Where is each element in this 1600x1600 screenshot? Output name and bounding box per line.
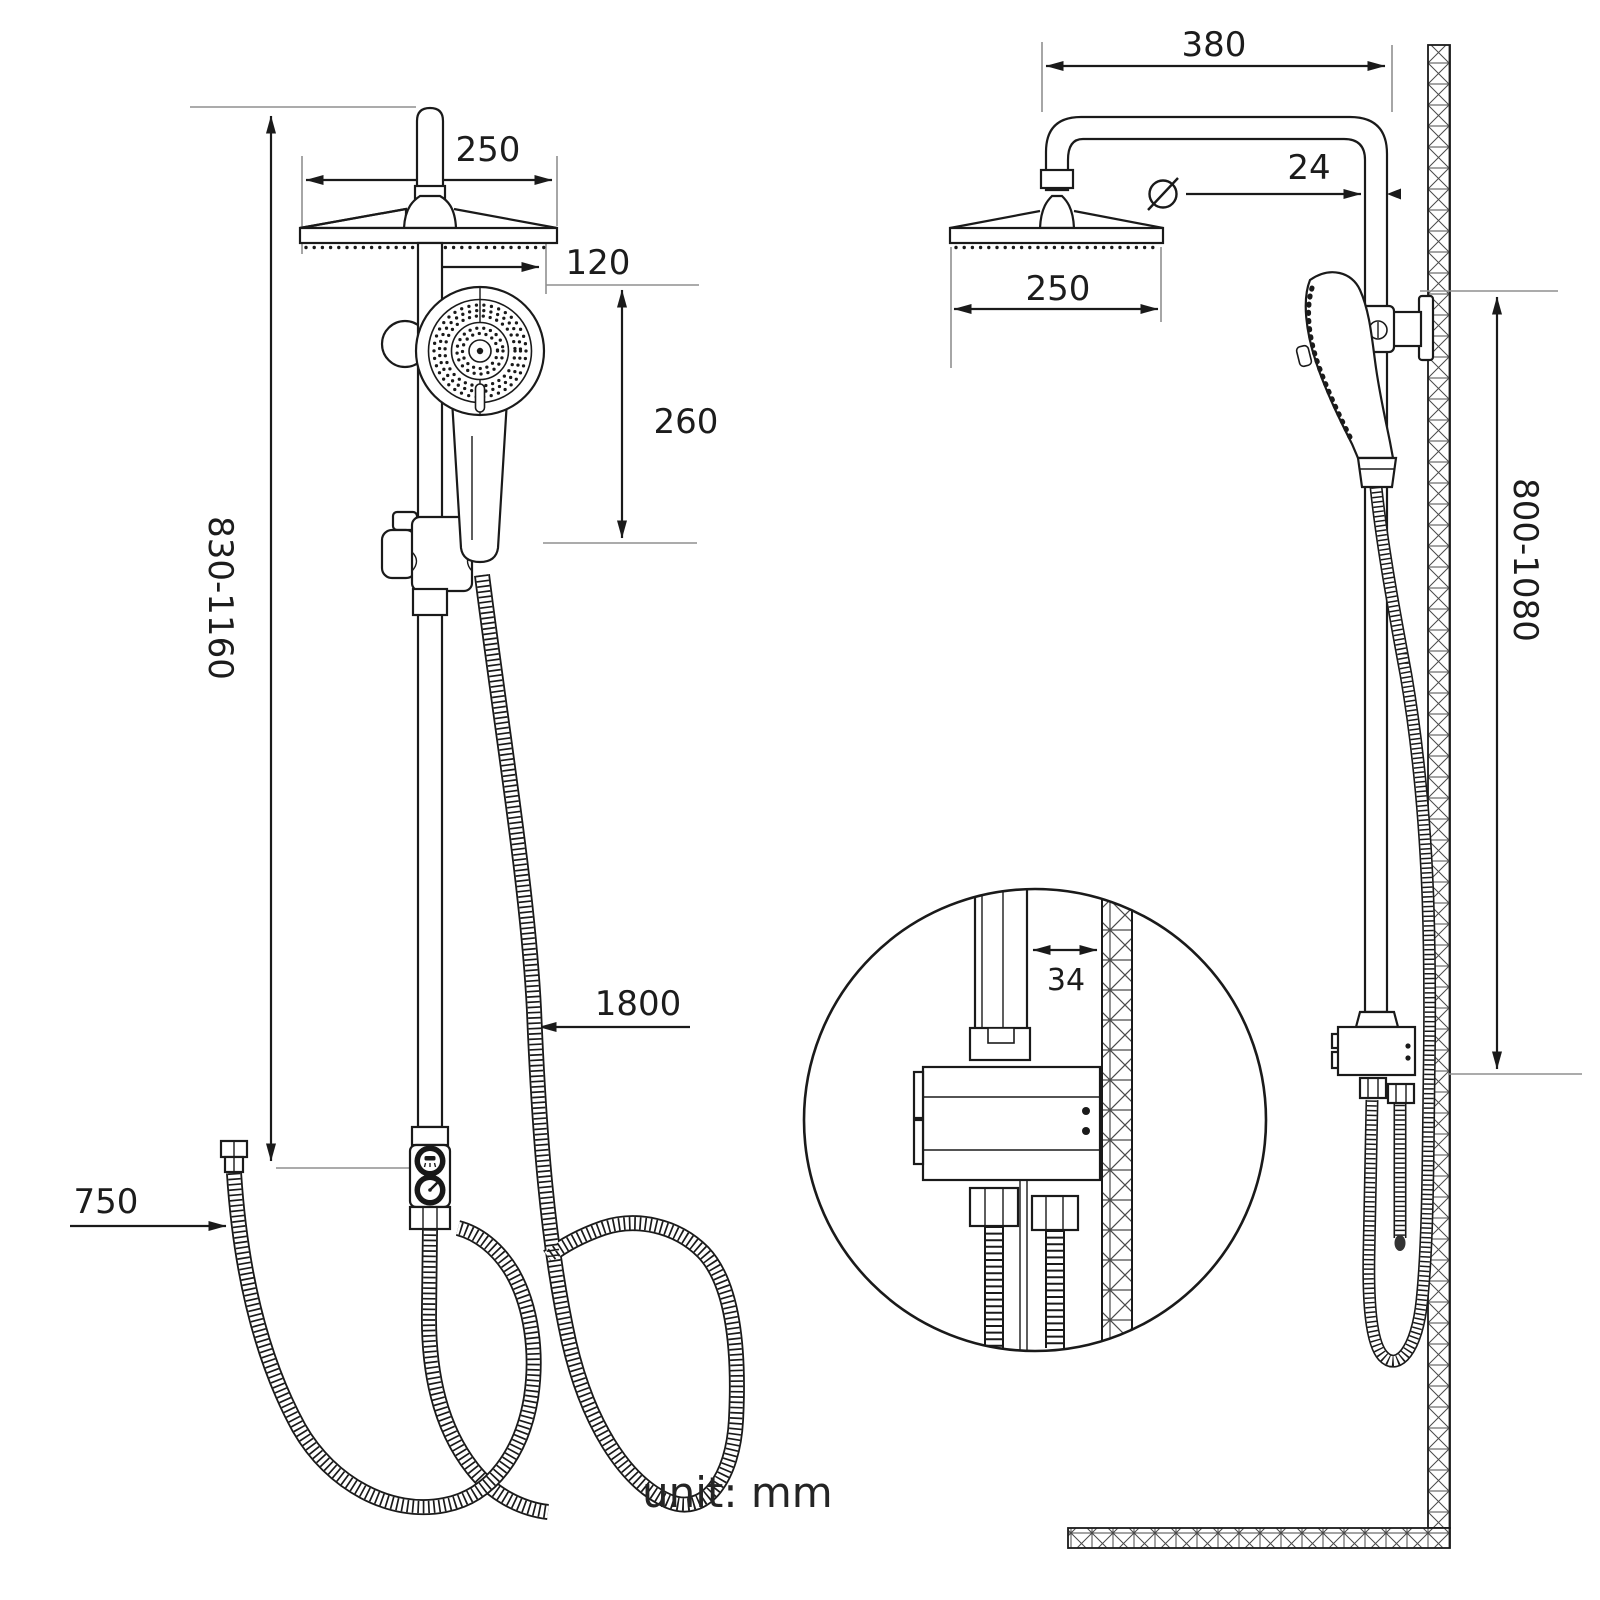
- mixer-valve-side: [1330, 1010, 1417, 1105]
- shower-hose-side: [1362, 486, 1437, 1368]
- valve-nut-left-side: [1358, 1076, 1388, 1100]
- hose-stub-end: [1394, 1235, 1406, 1251]
- side-view: 380 24 250 800-1080: [948, 25, 1582, 1549]
- side-extension-lines: [950, 42, 1582, 1075]
- head-bell-side: [1038, 194, 1076, 230]
- detail-wall: [1101, 889, 1133, 1351]
- detail-nut-right: [1030, 1194, 1080, 1232]
- hand-shower-handle: [450, 398, 509, 564]
- holder-arm: [1391, 310, 1423, 348]
- wall-section: [1427, 44, 1451, 1529]
- head-bell-mount: [402, 194, 458, 230]
- detail-circle-border: [802, 887, 1268, 1353]
- label-head-width: 250: [456, 130, 521, 170]
- front-extension-lines: [190, 106, 699, 1169]
- label-hand-height: 260: [654, 402, 719, 442]
- side-dimension-lines: [953, 61, 1502, 1070]
- inlet-hose-750: [226, 1172, 542, 1516]
- head-plate: [298, 226, 559, 245]
- detail-circle: 34: [802, 887, 1268, 1353]
- hose-connector-side: [1356, 456, 1398, 489]
- hand-shower-button-side: [1295, 344, 1313, 368]
- hand-shower-mode-slot: [474, 383, 486, 413]
- front-hoses: [226, 573, 745, 1520]
- label-inlet-hose: 750: [74, 1182, 139, 1222]
- valve-collar: [410, 1125, 450, 1147]
- floor-section: [1067, 1527, 1451, 1549]
- valve-body-side: [1336, 1025, 1417, 1077]
- label-hand-diameter: 120: [566, 243, 631, 283]
- label-shower-hose: 1800: [595, 984, 682, 1024]
- mixer-valve-front: [408, 1125, 452, 1231]
- dim-pipe-diameter-arrow: [1387, 188, 1401, 200]
- hand-shower-side: [1295, 271, 1398, 489]
- shower-mode-icon: [424, 1156, 436, 1161]
- label-head-depth: 250: [1026, 269, 1091, 309]
- hand-shower-front: [414, 285, 546, 564]
- front-view: 250 120 260 830-1160 1800 750: [70, 106, 745, 1520]
- hand-shower-holder: [1360, 294, 1435, 362]
- label-arm-reach: 380: [1182, 25, 1247, 65]
- valve-nut-right-side: [1386, 1082, 1416, 1105]
- detail-hoses: [984, 1226, 1065, 1351]
- detail-nut-left: [968, 1186, 1020, 1228]
- detail-valve-body: [921, 1065, 1102, 1182]
- label-mount-height: 800-1080: [1505, 478, 1545, 642]
- diameter-icon: [1147, 177, 1179, 211]
- head-top-pipe: [415, 106, 445, 207]
- shower-arm-and-pipe: [1044, 115, 1389, 1014]
- shower-hose-1800: [474, 573, 745, 1513]
- valve-outlet-hose: [420, 1228, 550, 1520]
- rain-shower-head-front: [298, 106, 559, 250]
- unit-label: unit: mm: [642, 1468, 833, 1517]
- valve-hex-nut: [408, 1205, 452, 1231]
- detail-pipe: [975, 889, 1027, 1028]
- label-wall-offset: 34: [1047, 963, 1085, 998]
- label-pipe-diameter: 24: [1287, 148, 1330, 188]
- head-collar-side: [1039, 168, 1075, 190]
- inlet-hose-connector: [219, 1139, 249, 1174]
- label-riser-height: 830-1160: [200, 516, 240, 680]
- valve-collar-side: [1354, 1010, 1400, 1029]
- inlet-hose-stub-side: [1393, 1100, 1407, 1251]
- head-plate-side: [948, 226, 1165, 245]
- slider-bracket: [380, 510, 474, 593]
- rain-shower-head-side: [948, 168, 1165, 250]
- rail-joint-collar: [411, 587, 449, 617]
